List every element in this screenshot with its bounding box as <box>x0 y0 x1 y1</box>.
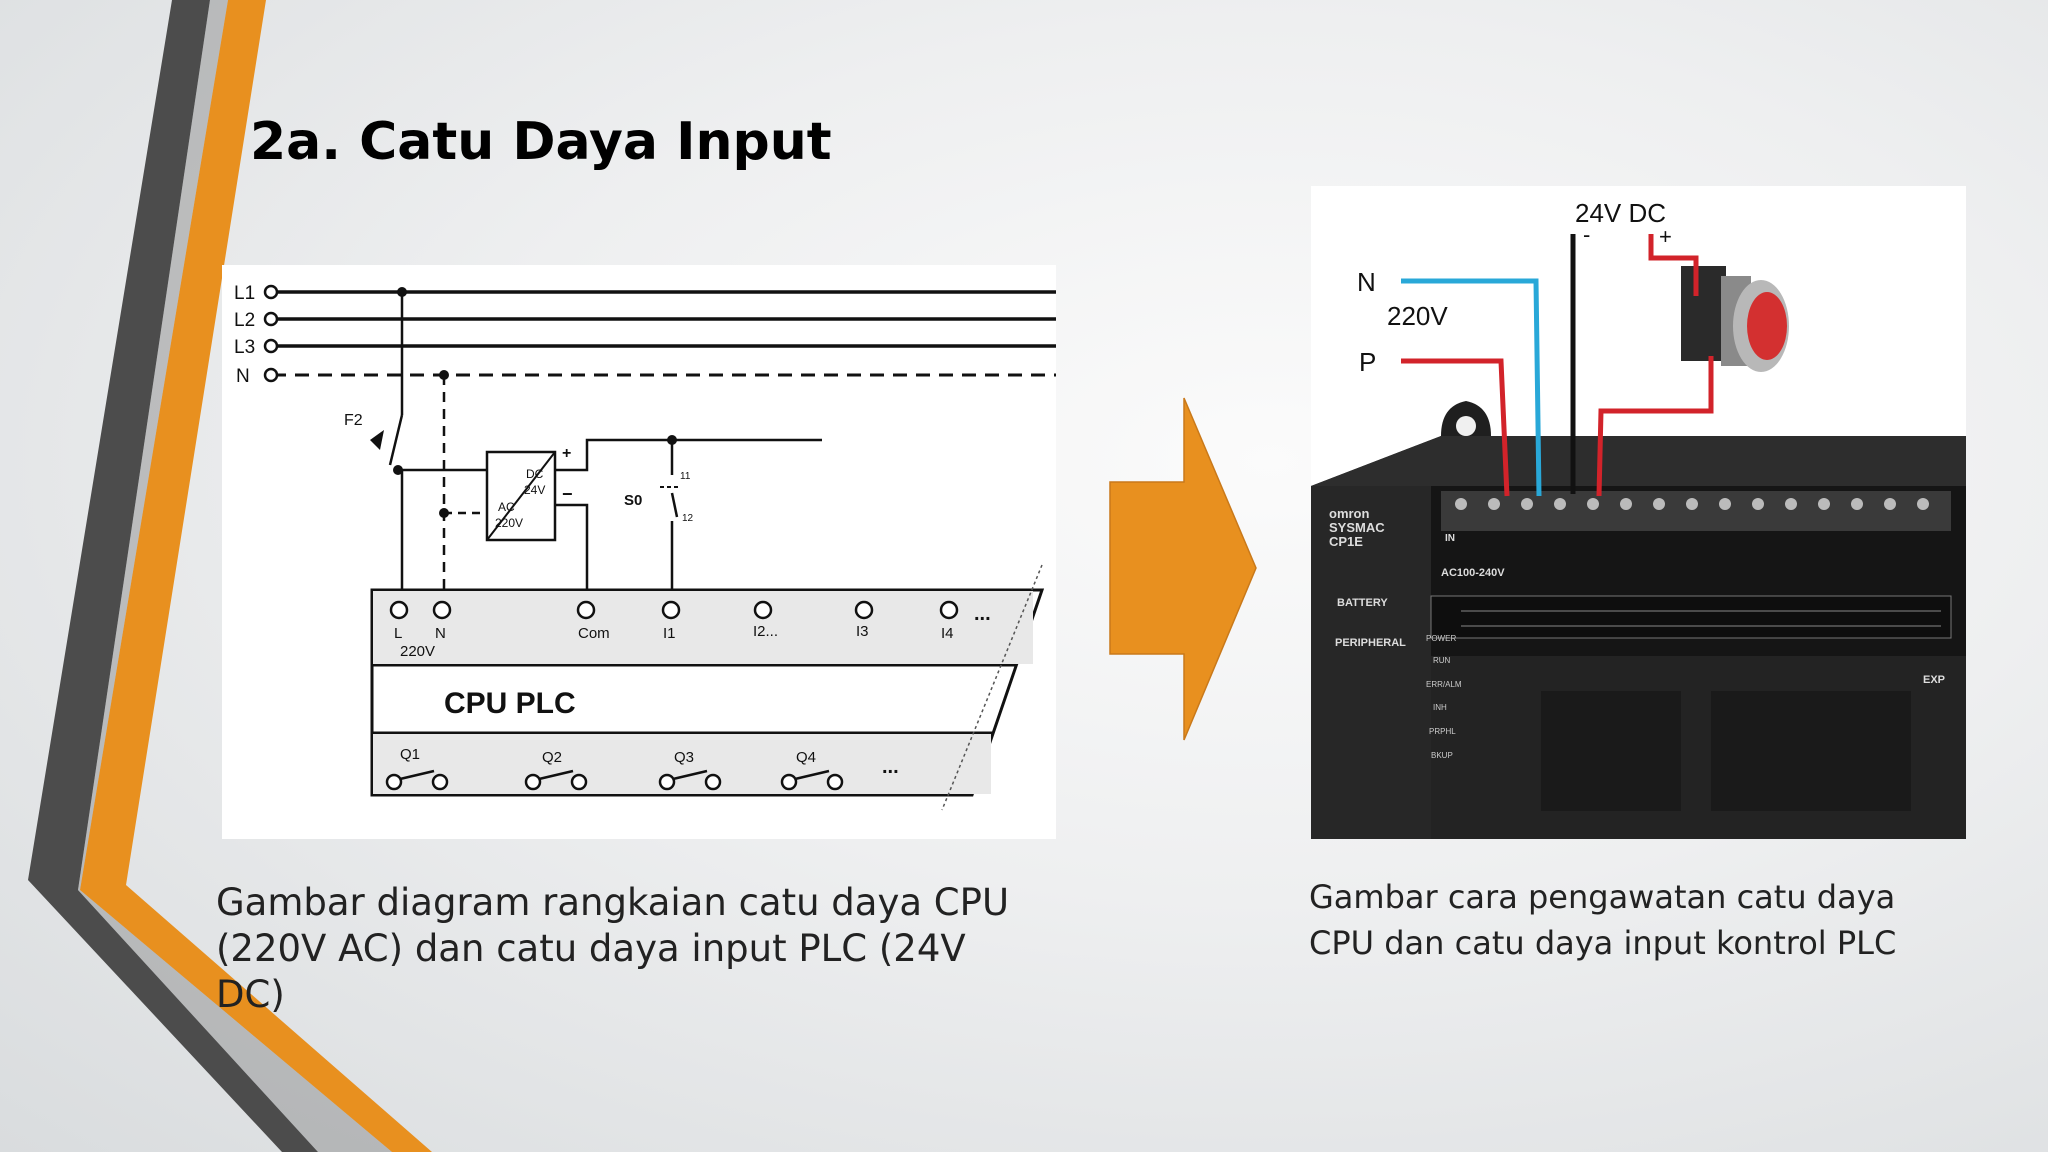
contact-top: 11 <box>680 471 691 482</box>
contact-bottom: 12 <box>682 513 694 524</box>
terminal-i3: I3 <box>856 623 869 640</box>
psu-minus: − <box>562 484 573 504</box>
input-more: ... <box>974 603 991 625</box>
terminal-n: N <box>435 625 446 642</box>
psu-plus: + <box>562 445 571 462</box>
line-label-l2: L2 <box>234 310 255 331</box>
plc-wiring-photo: omron SYSMAC CP1E BATTERY PERIPHERAL IN … <box>1311 186 1966 839</box>
exp-label: EXP <box>1923 674 1945 686</box>
terminal-l: L <box>394 625 402 642</box>
terminal-i4: I4 <box>941 625 954 642</box>
switch-label: S0 <box>624 492 642 509</box>
label-24v-dc: 24V DC <box>1575 198 1666 228</box>
line-label-l1: L1 <box>234 283 255 304</box>
led-inh: INH <box>1433 703 1447 712</box>
output-q1: Q1 <box>400 746 420 763</box>
battery-label: BATTERY <box>1337 597 1388 609</box>
cpu-plc-label: CPU PLC <box>444 687 576 720</box>
led-run: RUN <box>1433 656 1451 665</box>
label-n: N <box>1357 267 1376 297</box>
psu-ac-label: AC <box>498 500 515 514</box>
line-label-n: N <box>236 366 250 387</box>
terminal-supply: 220V <box>400 643 435 660</box>
led-prphl: PRPHL <box>1429 727 1456 736</box>
label-dc-plus: + <box>1659 224 1672 249</box>
led-power: POWER <box>1426 634 1456 643</box>
led-bkup: BKUP <box>1431 751 1453 760</box>
caption-left: Gambar diagram rangkaian catu daya CPU (… <box>216 881 1010 1016</box>
psu-dc-voltage: 24V <box>524 483 545 497</box>
terminal-i2: I2... <box>753 623 778 640</box>
led-err: ERR/ALM <box>1426 680 1462 689</box>
output-q2: Q2 <box>542 749 562 766</box>
output-more: ... <box>882 756 899 778</box>
line-label-l3: L3 <box>234 337 255 358</box>
label-p: P <box>1359 347 1376 377</box>
peripheral-label: PERIPHERAL <box>1335 637 1406 649</box>
fuse-label: F2 <box>344 412 363 429</box>
device-model2: CP1E <box>1329 534 1363 549</box>
output-q3: Q3 <box>674 749 694 766</box>
device-brand: omron <box>1329 506 1370 521</box>
right-arrow-icon <box>1109 397 1257 741</box>
in-tag: IN <box>1445 533 1455 544</box>
terminal-i1: I1 <box>663 625 676 642</box>
label-dc-minus: - <box>1583 222 1590 247</box>
device-model1: SYSMAC <box>1329 520 1385 535</box>
psu-dc-label: DC <box>526 467 544 481</box>
terminal-com: Com <box>578 625 610 642</box>
slide-title: 2a. Catu Daya Input <box>250 112 832 172</box>
circuit-diagram: L1 L2 L3 N F2 <box>222 265 1056 839</box>
label-220v: 220V <box>1387 301 1448 331</box>
ac-tag: AC100-240V <box>1441 567 1505 579</box>
caption-right: Gambar cara pengawatan catu daya CPU dan… <box>1309 878 1897 962</box>
output-q4: Q4 <box>796 749 816 766</box>
psu-ac-voltage: 220V <box>495 516 523 530</box>
